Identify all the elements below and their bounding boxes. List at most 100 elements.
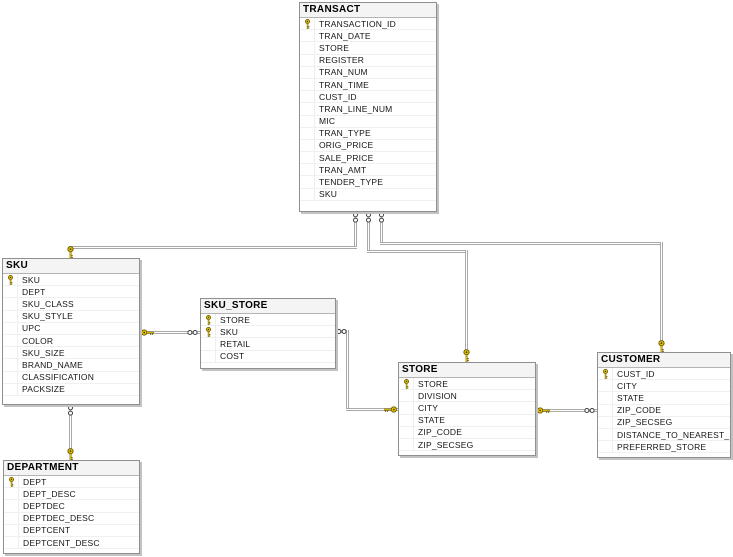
many-end-infinity-icon [352, 212, 359, 223]
field-row[interactable]: PACKSIZE [3, 383, 139, 396]
field-icon-cell [598, 380, 613, 392]
field-row[interactable]: SALE_PRICE [300, 152, 436, 165]
field-row[interactable]: CUST_ID [300, 91, 436, 104]
field-row[interactable]: TRAN_AMT [300, 164, 436, 177]
table-title[interactable]: SKU_STORE [201, 299, 335, 314]
relationship-line-store-skustore[interactable] [346, 330, 349, 410]
field-icon-cell [598, 404, 613, 416]
relationship-line-transact-store[interactable] [465, 250, 468, 351]
field-row[interactable]: CITY [598, 380, 730, 393]
primary-key-icon [399, 378, 414, 390]
field-name: DIVISION [418, 390, 457, 401]
field-row[interactable]: SKU [300, 188, 436, 201]
relationship-line-sku-skustore[interactable] [139, 331, 201, 334]
field-row[interactable]: STATE [399, 414, 535, 427]
field-row[interactable]: STORE [201, 314, 335, 327]
relationship-line-transact-customer[interactable] [660, 242, 663, 342]
field-name: PREFERRED_STORE [617, 441, 707, 452]
field-row[interactable]: TRAN_DATE [300, 30, 436, 43]
field-row[interactable]: PREFERRED_STORE [598, 441, 730, 454]
field-row[interactable]: BRAND_NAME [3, 359, 139, 372]
field-name: COLOR [22, 335, 54, 346]
field-row[interactable]: REGISTER [300, 54, 436, 67]
field-icon-cell [4, 500, 19, 512]
field-name: BRAND_NAME [22, 359, 84, 370]
field-icon-cell [300, 66, 315, 78]
field-row[interactable]: SKU_SIZE [3, 347, 139, 360]
field-row[interactable]: DEPTCENT_DESC [4, 536, 139, 550]
field-row[interactable]: TRAN_TIME [300, 78, 436, 92]
field-row[interactable]: ORIG_PRICE [300, 139, 436, 153]
field-row[interactable]: DEPTDEC_DESC [4, 512, 139, 525]
field-row[interactable]: TENDER_TYPE [300, 176, 436, 189]
field-icon-cell [3, 298, 18, 310]
many-end-infinity-icon [187, 329, 198, 336]
field-icon-cell [4, 536, 19, 549]
field-icon-cell [300, 164, 315, 176]
field-row[interactable]: DEPTDEC [4, 500, 139, 513]
primary-key-icon [4, 476, 19, 488]
field-row[interactable]: STORE [399, 378, 535, 391]
field-icon-cell [300, 103, 315, 115]
field-row[interactable]: ZIP_SECSEG [399, 438, 535, 452]
field-row[interactable]: UPC [3, 322, 139, 335]
primary-key-icon [201, 314, 216, 326]
field-name: REGISTER [319, 55, 365, 66]
relationship-line-transact-store[interactable] [367, 250, 468, 253]
field-row[interactable]: TRAN_TYPE [300, 127, 436, 140]
table-title[interactable]: SKU [3, 259, 139, 274]
field-row[interactable]: SKU [3, 274, 139, 287]
relationship-line-store-skustore[interactable] [346, 408, 399, 411]
relationship-line-sku-department[interactable] [69, 414, 72, 450]
field-name: UPC [22, 323, 41, 334]
relationship-line-transact-customer[interactable] [380, 242, 663, 245]
field-icon-cell [399, 438, 414, 451]
field-row[interactable]: COLOR [3, 334, 139, 348]
field-name: PACKSIZE [22, 384, 66, 395]
field-row[interactable]: SKU [201, 326, 335, 339]
table-title[interactable]: CUSTOMER [598, 353, 730, 368]
field-row[interactable]: DEPTCENT [4, 524, 139, 537]
field-row[interactable]: DISTANCE_TO_NEAREST_STORE [598, 428, 730, 442]
field-row[interactable]: CLASSIFICATION [3, 371, 139, 384]
field-row[interactable]: ZIP_CODE [399, 426, 535, 439]
relationship-line-transact-customer[interactable] [380, 221, 383, 245]
field-row[interactable]: DEPT [4, 476, 139, 489]
field-row[interactable]: COST [201, 350, 335, 363]
field-name: CUST_ID [617, 368, 655, 379]
field-row[interactable]: DIVISION [399, 390, 535, 403]
relationship-line-store-customer[interactable] [535, 409, 598, 412]
field-row[interactable]: DEPT_DESC [4, 488, 139, 501]
field-row[interactable]: TRAN_LINE_NUM [300, 103, 436, 116]
field-row[interactable]: STORE [300, 42, 436, 55]
field-row[interactable]: SKU_STYLE [3, 310, 139, 323]
relationship-line-transact-sku[interactable] [69, 246, 357, 249]
field-icon-cell [399, 402, 414, 414]
one-end-key-icon [384, 405, 397, 414]
table-title[interactable]: TRANSACT [300, 3, 436, 18]
field-row[interactable]: TRANSACTION_ID [300, 18, 436, 31]
relationship-line-transact-sku[interactable] [354, 221, 357, 249]
relationship-line-transact-store[interactable] [367, 221, 370, 253]
field-row[interactable]: MIC [300, 115, 436, 128]
field-icon-cell [598, 392, 613, 404]
field-icon-cell [3, 286, 18, 298]
field-row[interactable]: TRAN_NUM [300, 66, 436, 79]
field-row[interactable]: ZIP_CODE [598, 404, 730, 417]
field-row[interactable]: STATE [598, 392, 730, 405]
field-row[interactable]: DEPT [3, 286, 139, 299]
field-row[interactable]: ZIP_SECSEG [598, 416, 730, 429]
field-row[interactable]: SKU_CLASS [3, 298, 139, 311]
one-end-key-icon [537, 406, 550, 415]
table-title[interactable]: STORE [399, 363, 535, 378]
field-row[interactable]: CITY [399, 402, 535, 415]
table-title[interactable]: DEPARTMENT [4, 461, 139, 476]
field-row[interactable]: RETAIL [201, 338, 335, 351]
field-row[interactable]: CUST_ID [598, 368, 730, 381]
